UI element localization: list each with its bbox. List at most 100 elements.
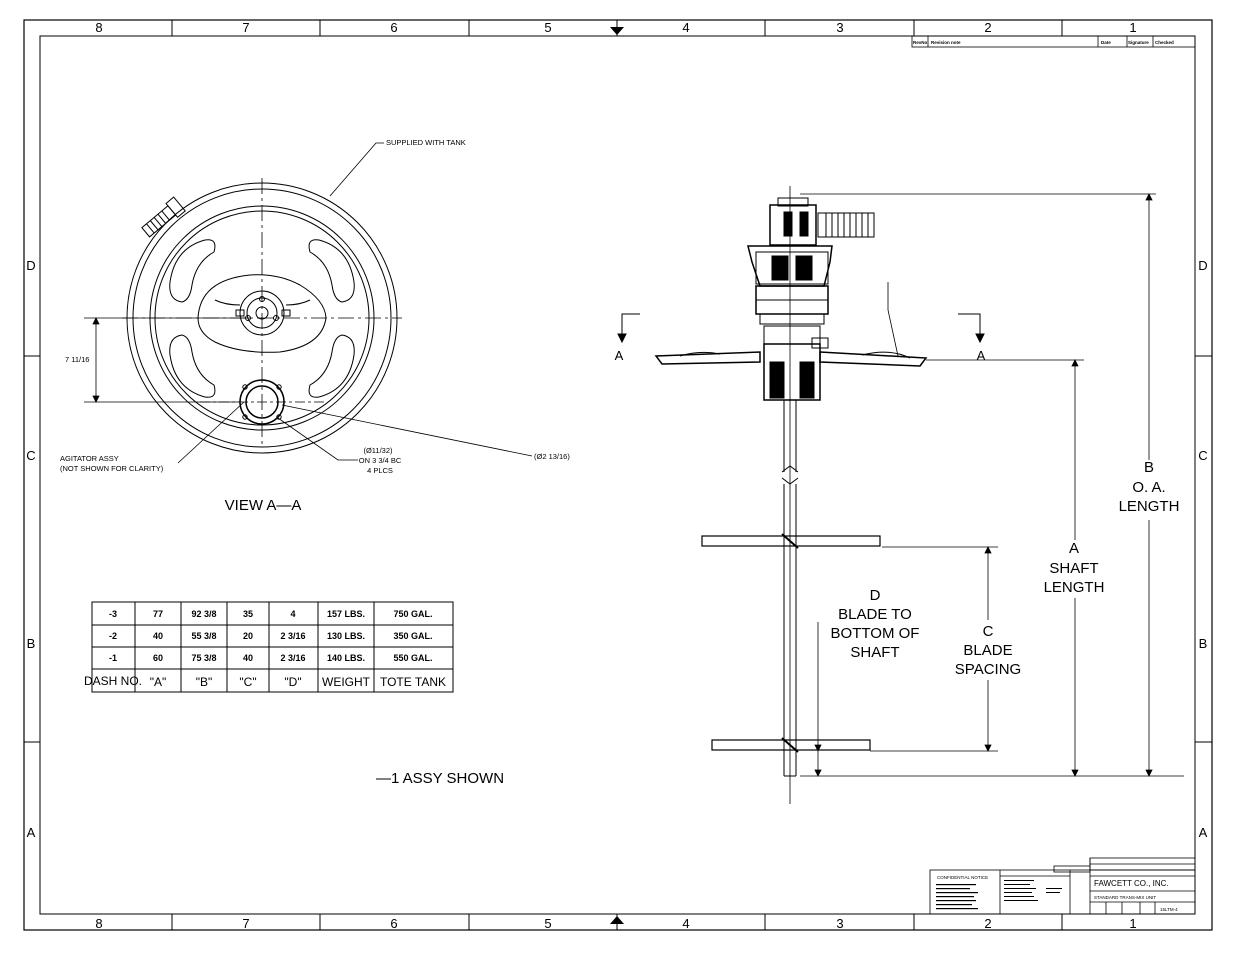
cell: 140 LBS.	[327, 653, 365, 663]
cell: 550 GAL.	[393, 653, 432, 663]
cell: 60	[153, 653, 163, 663]
zone-col-8: 8	[95, 20, 102, 35]
dim-a-line3: LENGTH	[1044, 579, 1105, 596]
dim-b-letter: B	[1144, 459, 1154, 476]
zone-col-7: 7	[242, 20, 249, 35]
zone-col-6-bottom: 6	[390, 916, 397, 931]
elevation-dimensions	[800, 193, 1184, 777]
zone-labels-right: D C B A	[1198, 258, 1207, 840]
hole-note-line1: (Ø11/32)	[363, 446, 393, 455]
zone-row-c: C	[26, 448, 35, 463]
dimension-7-11-16: 7 11/16	[65, 355, 89, 364]
revision-note-header: Revision note	[931, 40, 961, 45]
zone-col-4-bottom: 4	[682, 916, 689, 931]
zone-row-d: D	[26, 258, 35, 273]
cell: 2 3/16	[280, 653, 305, 663]
cell: 40	[153, 631, 163, 641]
dim-c-line3: SPACING	[955, 661, 1021, 678]
cell: 77	[153, 609, 163, 619]
header-b: "B"	[196, 675, 213, 689]
drawing-title: STANDARD TRANS-MIX UNIT	[1094, 895, 1156, 900]
drawing-number: 15LTM-4	[1160, 907, 1178, 912]
dim-a-letter: A	[1069, 540, 1079, 557]
dim-a-label: A SHAFT LENGTH	[1044, 540, 1105, 596]
dim-c-line2: BLADE	[963, 642, 1012, 659]
rev-no-header: RevNo	[913, 40, 928, 45]
hole-note-line3: 4 PLCS	[367, 466, 393, 475]
cell: 40	[243, 653, 253, 663]
dim-d-label: D BLADE TO BOTTOM OF SHAFT	[831, 587, 920, 661]
zone-row-b: B	[27, 636, 36, 651]
view-aa-title: VIEW A—A	[225, 497, 302, 514]
cell: 55 3/8	[191, 631, 216, 641]
zone-row-a-right: A	[1199, 825, 1208, 840]
cell: 130 LBS.	[327, 631, 365, 641]
confidential-notice: CONFIDENTIAL NOTICE	[937, 875, 988, 880]
dim-c-label: C BLADE SPACING	[955, 623, 1021, 678]
zone-col-3: 3	[836, 20, 843, 35]
section-mark-right: A	[977, 348, 986, 363]
cell: -1	[109, 653, 117, 663]
dash-row-2: -2 40 55 3/8 20 2 3/16 130 LBS. 350 GAL.	[109, 631, 433, 641]
revision-block: RevNo Revision note Date Signature Check…	[911, 35, 1196, 48]
zone-col-2: 2	[984, 20, 991, 35]
assy-shown-note: —1 ASSY SHOWN	[376, 770, 504, 787]
dash-table: -3 77 92 3/8 35 4 157 LBS. 750 GAL. -2 4…	[84, 601, 454, 693]
agitator-elevation	[654, 186, 928, 804]
zone-col-2-bottom: 2	[984, 916, 991, 931]
dim-a-line2: SHAFT	[1049, 560, 1098, 577]
dim-d-line4: SHAFT	[850, 644, 899, 661]
cell: 92 3/8	[191, 609, 216, 619]
dim-b-label: B O. A. LENGTH	[1119, 459, 1180, 515]
zone-col-3-bottom: 3	[836, 916, 843, 931]
dim-d-line3: BOTTOM OF	[831, 625, 920, 642]
cell: 4	[290, 609, 295, 619]
company-name: FAWCETT CO., INC.	[1094, 879, 1169, 888]
dim-d-line2: BLADE TO	[838, 606, 912, 623]
dash-table-header: DASH NO. "A" "B" "C" "D" WEIGHT TOTE TAN…	[84, 674, 446, 689]
dim-b-line3: LENGTH	[1119, 498, 1180, 515]
centering-arrows	[610, 20, 624, 930]
dim-c-letter: C	[983, 623, 994, 640]
zone-col-7-bottom: 7	[242, 916, 249, 931]
cell: 75 3/8	[191, 653, 216, 663]
signature-header: Signature	[1128, 40, 1149, 45]
header-dash-no: DASH NO.	[84, 674, 142, 688]
zone-row-a: A	[27, 825, 36, 840]
cell: 2 3/16	[280, 631, 305, 641]
zone-row-d-right: D	[1198, 258, 1207, 273]
zone-col-1-bottom: 1	[1129, 916, 1136, 931]
cell: -2	[109, 631, 117, 641]
zone-labels-bottom: 8 7 6 5 4 3 2 1	[95, 916, 1136, 931]
hole-note-line2: ON 3 3/4 BC	[359, 456, 402, 465]
date-header: Date	[1101, 40, 1111, 45]
sheet-border	[23, 19, 1213, 931]
zone-col-8-bottom: 8	[95, 916, 102, 931]
view-aa-notes: SUPPLIED WITH TANK 7 11/16 AGITATOR ASSY…	[60, 138, 570, 514]
dash-row-3: -3 77 92 3/8 35 4 157 LBS. 750 GAL.	[109, 609, 433, 619]
cell: -3	[109, 609, 117, 619]
cell: 35	[243, 609, 253, 619]
cell: 350 GAL.	[393, 631, 432, 641]
cell: 750 GAL.	[393, 609, 432, 619]
bore-note: (Ø2 13/16)	[534, 452, 570, 461]
zone-labels-top: 8 7 6 5 4 3 2 1	[95, 20, 1136, 35]
supplied-with-tank-note: SUPPLIED WITH TANK	[386, 138, 466, 147]
zone-col-5: 5	[544, 20, 551, 35]
dim-d-letter: D	[870, 587, 881, 604]
agitator-note-line1: AGITATOR ASSY	[60, 454, 119, 463]
header-a: "A"	[150, 675, 167, 689]
zone-col-1: 1	[1129, 20, 1136, 35]
view-aa-dimensions	[84, 142, 533, 464]
dim-b-line2: O. A.	[1132, 479, 1165, 496]
zone-row-c-right: C	[1198, 448, 1207, 463]
agitator-note-line2: (NOT SHOWN FOR CLARITY)	[60, 464, 164, 473]
zone-col-4: 4	[682, 20, 689, 35]
view-aa-plan	[122, 178, 402, 454]
title-block: CONFIDENTIAL NOTICE FAWCETT CO., INC. ST…	[929, 857, 1196, 915]
header-c: "C"	[239, 675, 256, 689]
header-tote-tank: TOTE TANK	[380, 675, 446, 689]
section-mark-left: A	[615, 348, 624, 363]
zone-col-5-bottom: 5	[544, 916, 551, 931]
